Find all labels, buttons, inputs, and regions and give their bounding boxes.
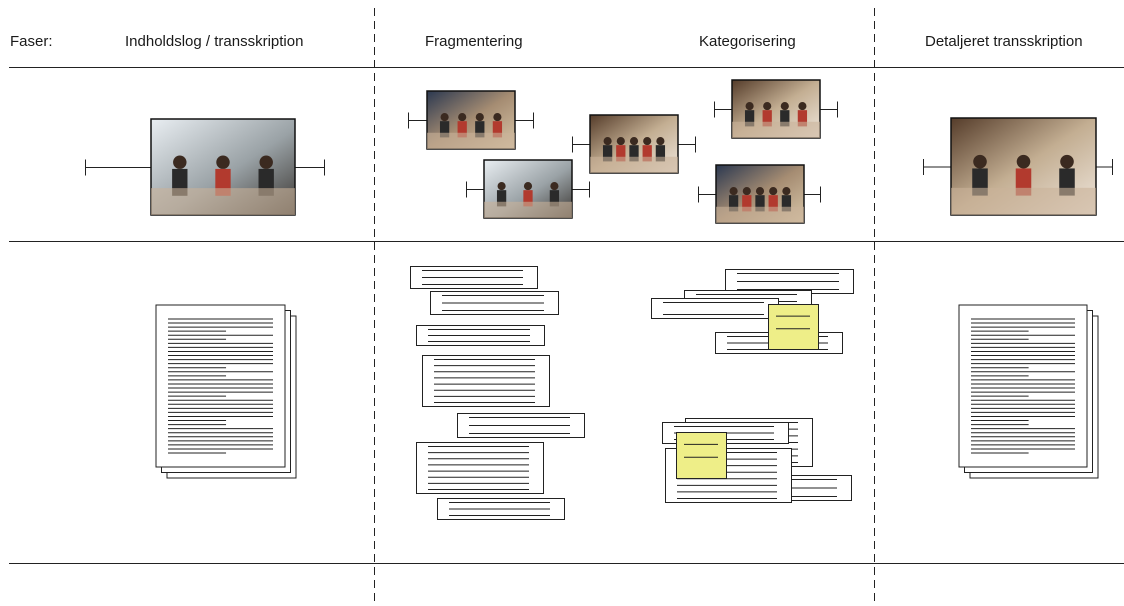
text-fragment-icon [416,442,544,494]
video-frame-icon [715,164,805,224]
phases-label: Faser: [10,33,53,50]
video-clip [572,114,696,174]
table-grid [9,8,1124,606]
phase-header-detailed-transcription: Detaljeret transskription [925,33,1083,50]
sticky-note-icon [768,304,819,350]
document-stack-icon [155,304,297,479]
video-clip [714,79,838,139]
video-frame-icon [589,114,679,174]
video-clip [698,164,821,224]
sticky-note-icon [676,432,727,479]
phase-header-content-log: Indholdslog / transskription [125,33,304,50]
text-fragment-icon [725,269,854,294]
phase-header-categorization: Kategorisering [699,33,796,50]
text-fragment-icon [651,298,779,319]
video-frame-icon [483,159,573,219]
video-frame-icon [950,117,1097,216]
video-clip [466,159,590,219]
document-stack-icon [958,304,1099,479]
text-fragment-icon [430,291,559,315]
video-clip [923,117,1113,216]
video-frame-icon [150,118,296,216]
text-fragment-icon [416,325,545,346]
video-clip [408,90,534,150]
phase-header-fragmentation: Fragmentering [425,33,523,50]
text-fragment-icon [457,413,585,438]
video-frame-icon [426,90,516,150]
text-fragment-icon [422,355,550,407]
video-clip [85,118,325,216]
video-frame-icon [731,79,821,139]
text-fragment-icon [410,266,538,289]
text-fragment-icon [437,498,565,520]
